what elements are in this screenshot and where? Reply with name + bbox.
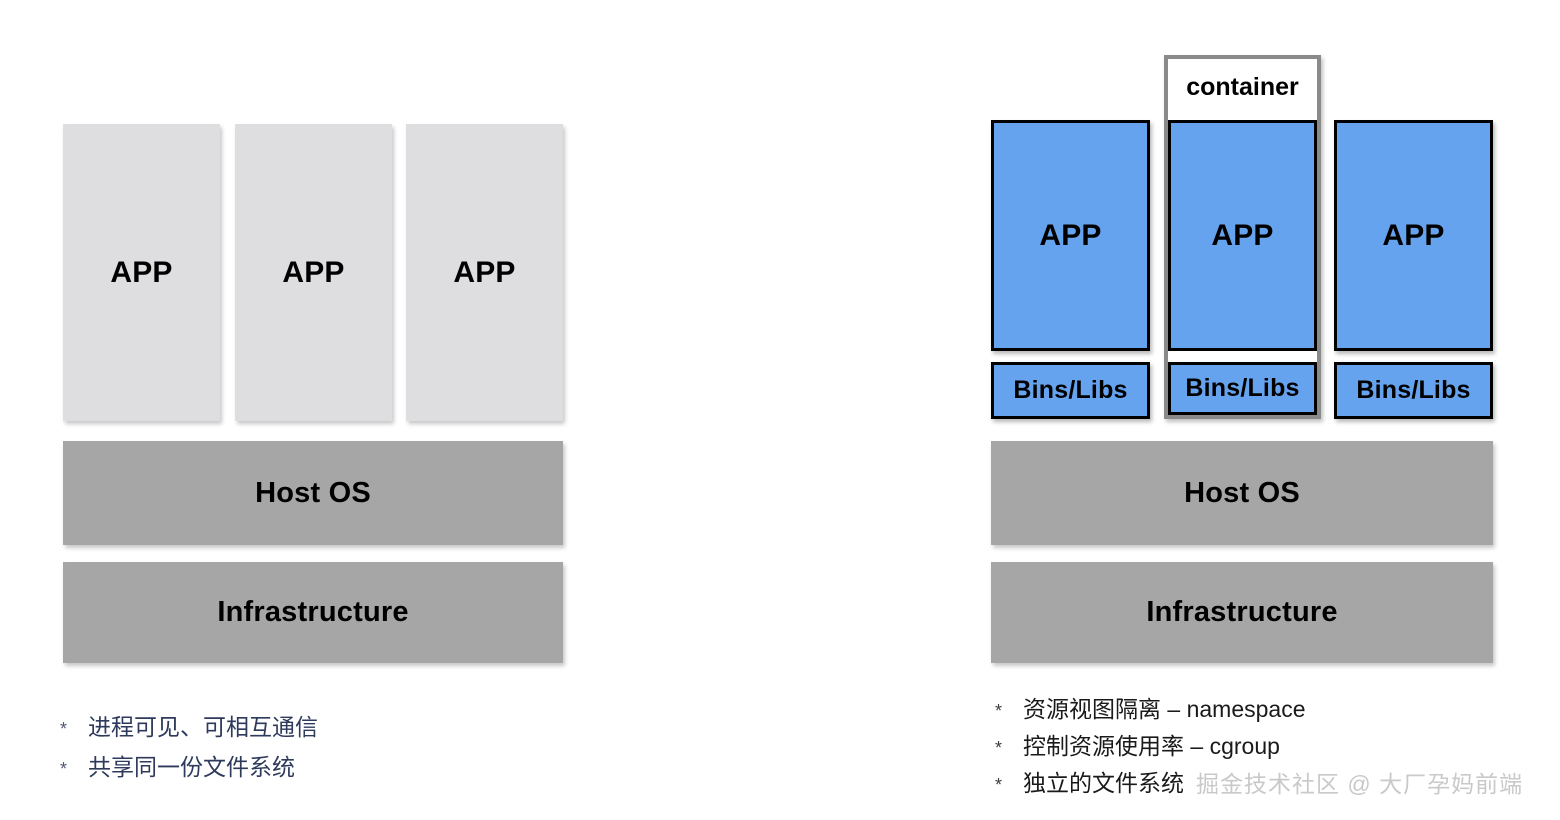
left-bullet-item-2: * 共享同一份文件系统 <box>60 748 318 788</box>
right-app-label-1: APP <box>1039 218 1102 252</box>
left-app-box-2: APP <box>235 124 392 421</box>
left-bullet-item-1: * 进程可见、可相互通信 <box>60 708 318 748</box>
asterisk-bullet-icon: * <box>995 775 1003 795</box>
left-bullet-list: * 进程可见、可相互通信 * 共享同一份文件系统 <box>60 708 318 788</box>
right-bullet-list: * 资源视图隔离 – namespace * 控制资源使用率 – cgroup … <box>995 692 1305 803</box>
left-bullet-text-1: 进程可见、可相互通信 <box>88 714 318 740</box>
right-binlibs-label-3: Bins/Libs <box>1356 376 1471 404</box>
right-bullet-text-3: 独立的文件系统 <box>1023 770 1184 796</box>
asterisk-bullet-icon: * <box>995 701 1003 721</box>
asterisk-bullet-icon: * <box>60 719 68 739</box>
right-binlibs-label-2: Bins/Libs <box>1185 374 1300 402</box>
right-infrastructure-box: Infrastructure <box>991 562 1493 663</box>
left-app-box-3: APP <box>406 124 563 421</box>
right-binlibs-box-1: Bins/Libs <box>991 362 1150 419</box>
right-bullet-item-2: * 控制资源使用率 – cgroup <box>995 729 1305 766</box>
right-bullet-text-2: 控制资源使用率 – cgroup <box>1023 733 1280 759</box>
right-bullet-item-1: * 资源视图隔离 – namespace <box>995 692 1305 729</box>
right-app-box-1: APP <box>991 120 1150 351</box>
right-app-box-2: APP <box>1168 120 1317 351</box>
left-host-os-box: Host OS <box>63 441 563 545</box>
left-bullet-text-2: 共享同一份文件系统 <box>88 754 295 780</box>
watermark-text: 掘金技术社区 @ 大厂孕妈前端 <box>1196 771 1524 797</box>
right-bullet-item-3: * 独立的文件系统 <box>995 766 1305 803</box>
container-frame <box>1164 55 1321 419</box>
left-diagram-panel: APP APP APP Host OS Infrastructure * 进程可… <box>60 124 563 788</box>
right-app-box-3: APP <box>1334 120 1493 351</box>
asterisk-bullet-icon: * <box>995 738 1003 758</box>
left-app-box-1: APP <box>63 124 220 421</box>
asterisk-bullet-icon: * <box>60 759 68 779</box>
right-host-os-box: Host OS <box>991 441 1493 545</box>
right-bullet-text-1: 资源视图隔离 – namespace <box>1023 696 1306 722</box>
left-host-os-label: Host OS <box>255 476 371 509</box>
container-label: container <box>1186 73 1299 101</box>
left-app-label-1: APP <box>110 255 173 289</box>
right-infrastructure-label: Infrastructure <box>1146 596 1338 628</box>
right-binlibs-box-2: Bins/Libs <box>1168 362 1317 415</box>
container-label-wrap: container <box>1164 55 1321 120</box>
left-app-label-2: APP <box>282 255 345 289</box>
right-app-label-3: APP <box>1382 218 1445 252</box>
left-infrastructure-box: Infrastructure <box>63 562 563 663</box>
right-app-label-2: APP <box>1211 218 1274 252</box>
right-host-os-label: Host OS <box>1184 476 1300 509</box>
left-infrastructure-label: Infrastructure <box>217 596 409 628</box>
right-binlibs-label-1: Bins/Libs <box>1013 376 1128 404</box>
left-app-label-3: APP <box>453 255 516 289</box>
right-binlibs-box-3: Bins/Libs <box>1334 362 1493 419</box>
